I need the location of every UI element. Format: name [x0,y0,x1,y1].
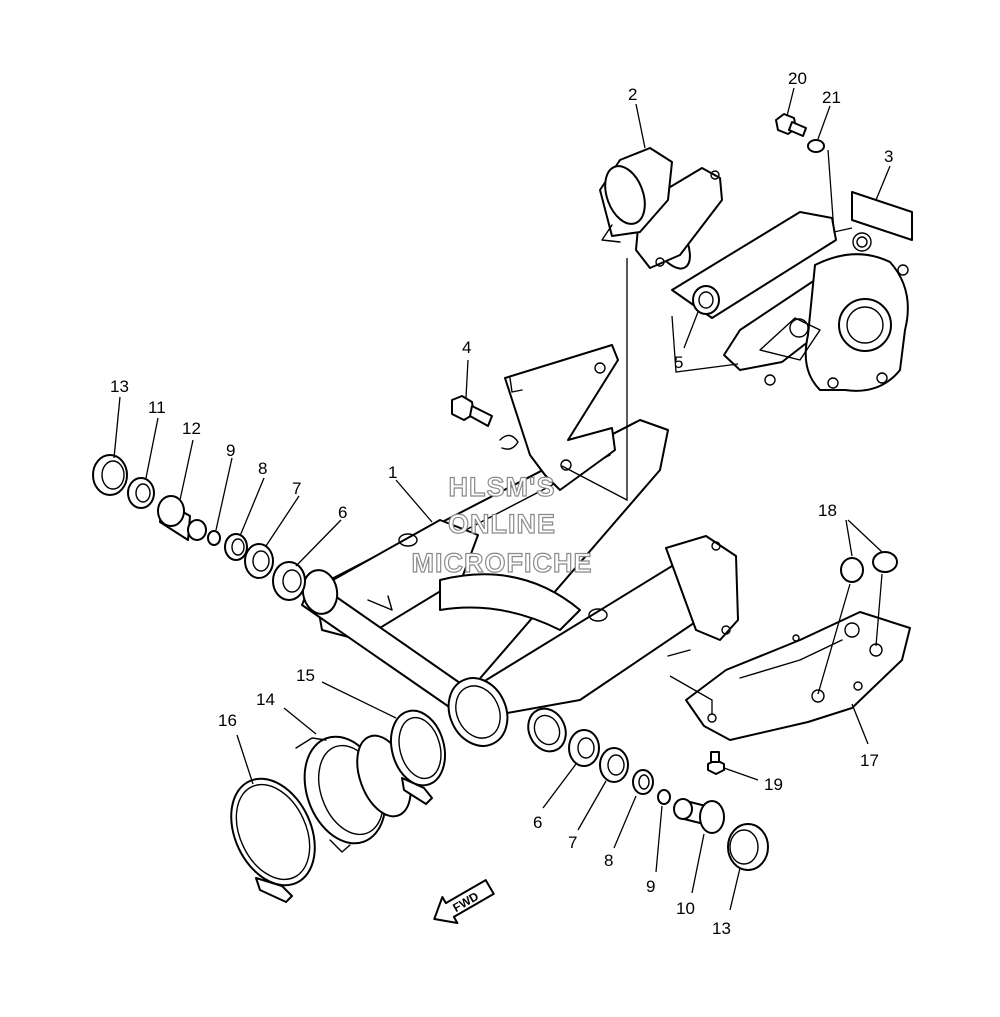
watermark-line-3: MICROFICHE [412,548,593,578]
collar-7-left [244,543,274,579]
dust-cover-right [727,823,769,871]
part-numbers: 1 2 3 4 5 6 7 8 9 12 11 13 20 21 18 17 1… [110,69,893,938]
label-20: 20 [788,69,807,88]
band-15 [390,709,446,805]
bearing-6-left [272,561,306,601]
label-9-right: 9 [646,877,655,896]
o-ring-9-right [657,789,671,805]
label-8-right: 8 [604,851,613,870]
washer-21 [807,139,825,153]
pivot-shaft-12 [157,495,207,541]
cap-18b [872,551,898,573]
label-9-left: 9 [226,441,235,460]
collar-7-right [599,747,629,783]
label-6-left: 6 [338,503,347,522]
bearing-6-right [568,729,600,767]
band-16 [230,777,316,903]
label-8-left: 8 [258,459,267,478]
label-15: 15 [296,666,315,685]
label-16: 16 [218,711,237,730]
label-17: 17 [860,751,879,770]
label-10: 10 [676,899,695,918]
oil-seal-8-right [632,769,654,795]
collar-5 [692,285,720,315]
pivot-shaft-10 [673,798,725,834]
clip [499,434,519,450]
label-19: 19 [764,775,783,794]
label-1: 1 [388,463,397,482]
label-6-right: 6 [533,813,542,832]
o-ring-9-left [207,530,221,546]
bolt-4 [451,395,493,427]
watermark-line-2: ONLINE [448,509,556,539]
label-5: 5 [674,353,683,372]
label-4: 4 [462,338,471,357]
label-7-right: 7 [568,833,577,852]
watermark: HLSM'S ONLINE MICROFICHE [411,471,593,578]
dust-cover-left [92,454,128,496]
label-7-left: 7 [292,479,301,498]
locknut-11 [127,477,155,509]
label-11: 11 [148,398,166,417]
label-14: 14 [256,690,275,709]
label-21: 21 [822,88,841,107]
label-plate [851,191,913,241]
rear-axle-housing [599,147,909,392]
oil-seal-8-left [224,533,248,561]
label-13-right: 13 [712,919,731,938]
cap-18a [840,557,864,583]
guard-17 [685,611,911,741]
swingarm [301,344,739,753]
bolt-19 [707,751,725,775]
label-2: 2 [628,85,637,104]
leader-lines [113,87,891,911]
label-13-left: 13 [110,377,129,396]
watermark-line-1: HLSM'S [449,472,556,502]
label-18: 18 [818,501,837,520]
label-3: 3 [884,147,893,166]
forward-direction-arrow: FWD [433,879,495,924]
bolt-20 [775,113,807,137]
label-12: 12 [182,419,201,438]
